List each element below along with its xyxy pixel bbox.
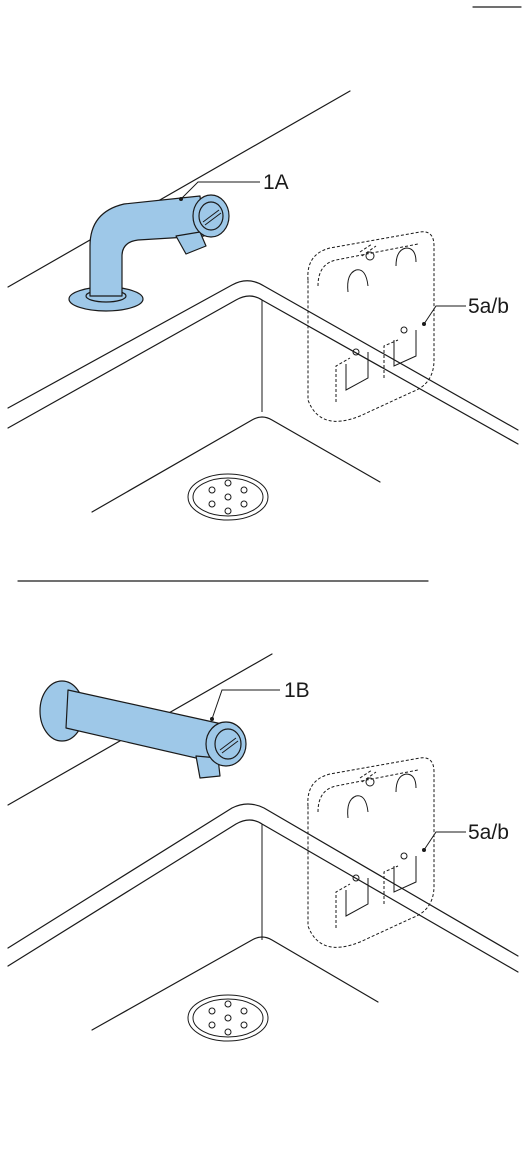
sink-basin	[7, 803, 519, 1031]
callout-leader-1b	[211, 689, 280, 720]
wall-edge-line	[7, 90, 351, 288]
sink-basin	[7, 280, 519, 513]
box-label-1: 5a/b	[468, 295, 509, 318]
drain-icon	[187, 473, 269, 521]
curved-faucet-icon	[68, 194, 230, 312]
mounting-box-icon	[307, 757, 435, 948]
callout-leader-5ab-1	[423, 305, 466, 325]
faucet-label-1a: 1A	[263, 171, 289, 194]
callout-leader-5ab-2	[423, 831, 466, 851]
callout-leader-1a	[180, 181, 260, 200]
straight-faucet-icon	[39, 680, 247, 779]
panel-2: 1B 5a/b	[7, 653, 519, 1042]
drain-icon	[187, 994, 269, 1042]
mounting-box-icon	[307, 231, 435, 422]
box-label-2: 5a/b	[468, 821, 509, 844]
panel-1: 1A 5a/b	[7, 90, 519, 521]
faucet-label-1b: 1B	[284, 679, 310, 702]
